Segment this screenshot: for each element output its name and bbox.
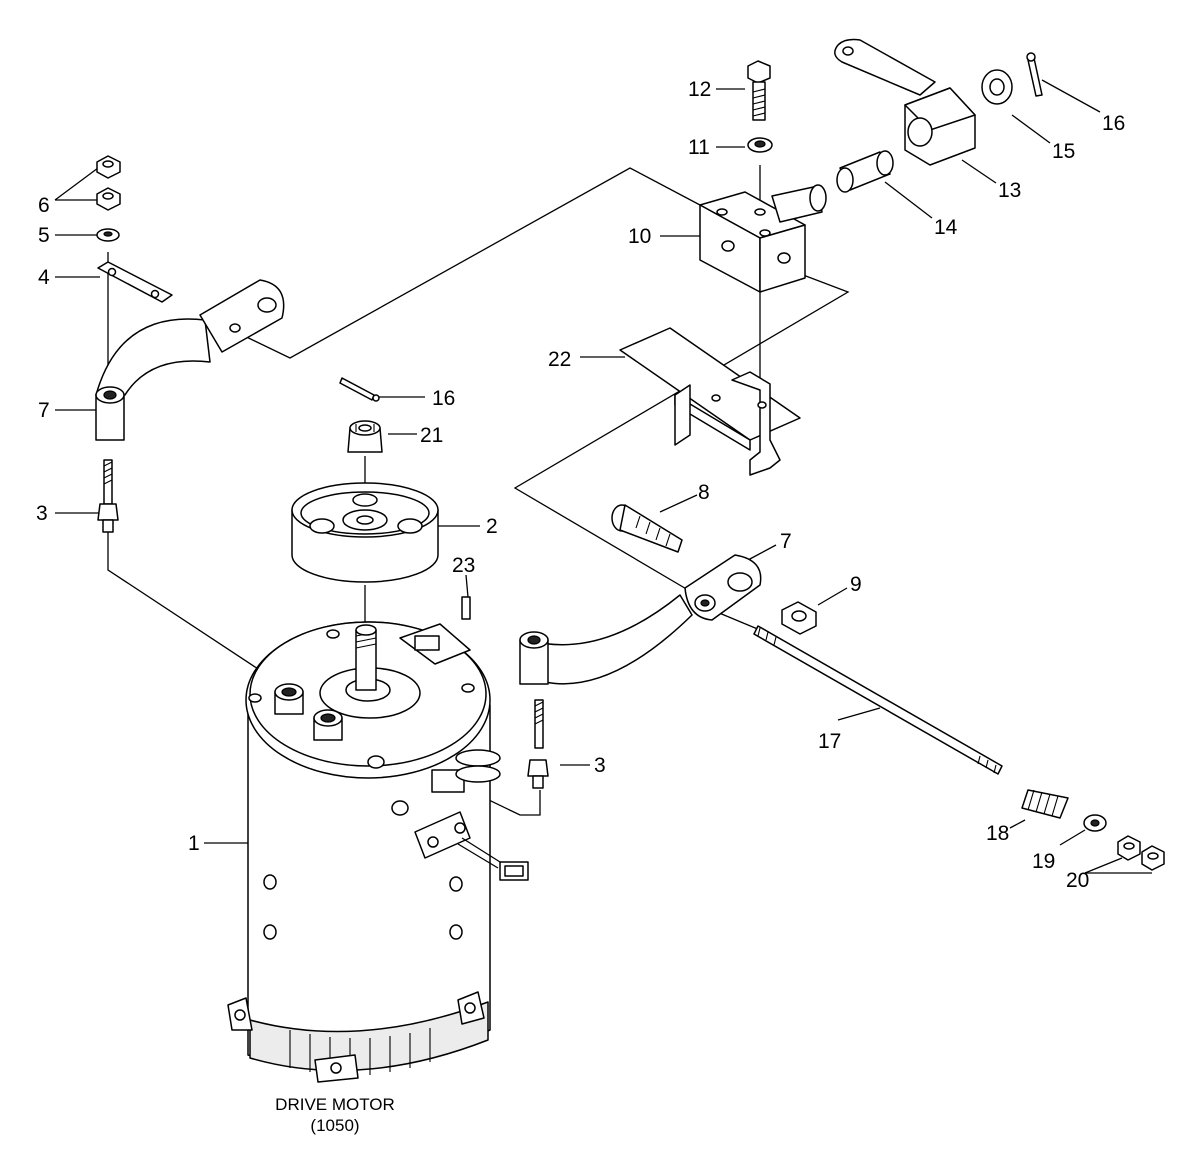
caption-model: (1050)	[310, 1116, 359, 1135]
callout-10: 10	[628, 225, 651, 248]
washer-15	[981, 69, 1013, 105]
callout-8: 8	[698, 481, 710, 504]
callout-19: 19	[1032, 850, 1055, 873]
callout-20: 20	[1066, 869, 1089, 892]
callout-21: 21	[420, 424, 443, 447]
arm-right	[519, 554, 762, 685]
spring-18	[1021, 789, 1069, 819]
callout-16-lower: 16	[432, 387, 455, 410]
castle-nut	[347, 420, 383, 453]
callout-17: 17	[818, 730, 841, 753]
block-10	[699, 184, 827, 293]
callout-13: 13	[998, 179, 1021, 202]
leader-lines	[54, 79, 1152, 874]
drive-motor	[227, 621, 529, 1083]
stud-left	[97, 459, 119, 533]
caption-title: DRIVE MOTOR	[275, 1095, 395, 1114]
rod-17	[753, 625, 1003, 775]
cotter-pin-lower	[339, 377, 380, 402]
callout-14: 14	[934, 216, 958, 239]
bolt-12	[747, 60, 771, 121]
shaft-key	[461, 596, 471, 620]
callout-4: 4	[38, 266, 50, 289]
washer-left	[96, 228, 120, 242]
nut-top-left	[96, 155, 121, 179]
washer-11	[747, 137, 773, 153]
callout-18: 18	[986, 822, 1009, 845]
arm-left	[95, 279, 285, 441]
washer-19	[1083, 814, 1107, 832]
plate-4	[97, 261, 173, 303]
cotter-pin-upper	[1026, 52, 1043, 97]
nut-9	[781, 601, 817, 635]
nut-20b	[1141, 845, 1165, 871]
callout-3-left: 3	[36, 502, 48, 525]
callout-15: 15	[1052, 140, 1075, 163]
callout-16-top: 16	[1102, 112, 1125, 135]
callout-2: 2	[486, 515, 498, 538]
pulley	[291, 482, 439, 583]
diagram-caption: DRIVE MOTOR (1050)	[275, 1095, 395, 1135]
stud-right	[527, 699, 549, 789]
callout-labels: 1 2 3 3 4 5 6 7 7 8 9 10 11 12 13 14 15 …	[36, 78, 1125, 892]
callout-12: 12	[688, 78, 711, 101]
nut-20a	[1117, 835, 1141, 861]
callout-7-left: 7	[38, 399, 50, 422]
callout-22: 22	[548, 348, 571, 371]
bushing-14	[836, 150, 894, 193]
callout-6: 6	[38, 194, 50, 217]
callout-1: 1	[188, 832, 200, 855]
bolt-8	[611, 504, 683, 553]
callout-7-right: 7	[780, 530, 792, 553]
bracket-22	[619, 327, 801, 476]
callout-11: 11	[688, 136, 710, 159]
lever-13	[834, 38, 976, 166]
callout-9: 9	[850, 573, 862, 596]
nut-left	[96, 187, 121, 211]
callout-23: 23	[452, 554, 475, 577]
callout-5: 5	[38, 224, 50, 247]
callout-3-right: 3	[594, 754, 606, 777]
